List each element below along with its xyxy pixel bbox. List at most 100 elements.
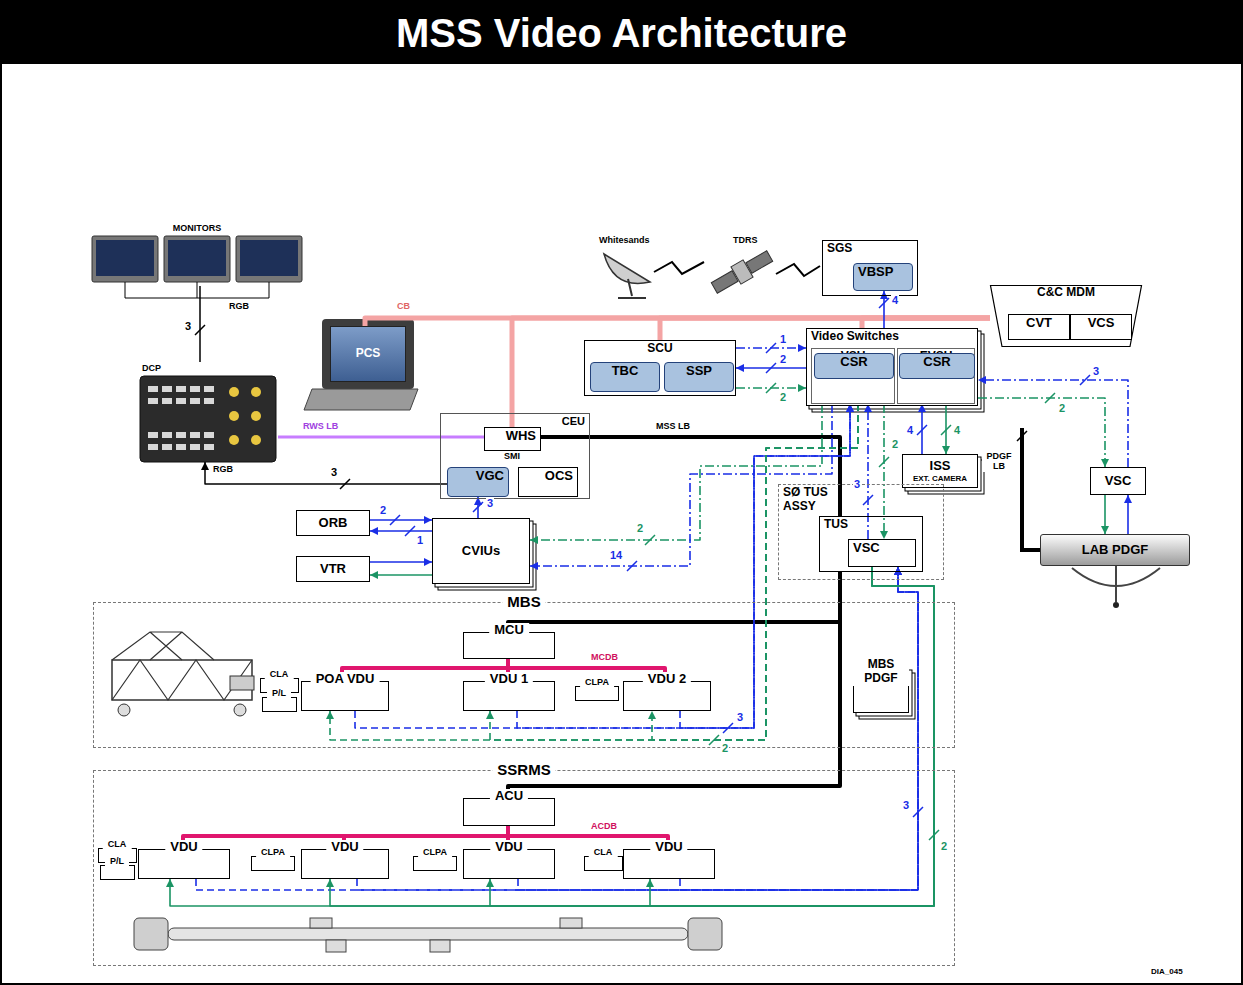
node-label: MONITORS <box>88 223 306 233</box>
monitor-screen <box>168 240 226 276</box>
radio-link <box>654 262 704 274</box>
laptop-base <box>304 389 418 410</box>
figure-group: DCP <box>138 362 278 462</box>
component-box: VTR <box>296 556 370 582</box>
title-bar: MSS Video Architecture <box>2 2 1241 64</box>
laptop-bezel <box>322 319 414 389</box>
arrowhead <box>201 462 209 470</box>
ssrms-end-effector <box>134 918 168 950</box>
bus-label: MSS LB <box>655 422 691 432</box>
bus-label: RGB <box>228 302 250 312</box>
annotation-label: 3 <box>853 478 861 490</box>
component-box: POA VDU <box>301 681 389 711</box>
tag-box: CLPA <box>251 856 295 871</box>
ssrms-joint <box>326 940 346 952</box>
processor-box: VGC <box>447 467 509 497</box>
annotation-label: 2 <box>779 353 787 365</box>
component-box: ACU <box>463 798 555 826</box>
node-label: ORB <box>319 516 348 531</box>
arrowhead <box>370 571 378 579</box>
processor-box: SSP <box>664 362 734 392</box>
arrowhead <box>326 711 334 719</box>
unit-box: TUSVSC <box>819 516 923 572</box>
monitor-bracket <box>125 282 269 298</box>
laptop-screen: PCS <box>330 326 406 382</box>
component-box: VSC <box>848 539 916 567</box>
arrowhead <box>530 536 538 544</box>
arrowhead <box>798 344 806 352</box>
annotation-label: 3 <box>486 497 494 509</box>
arrowhead <box>894 567 902 575</box>
dish-stand <box>618 279 646 298</box>
component-box: VDU <box>301 849 389 879</box>
bus-label: MCDB <box>590 653 619 663</box>
arrowhead <box>424 516 432 524</box>
stacked-box: CVIUs <box>432 518 530 584</box>
node-label: LAB PDGF <box>1082 543 1148 558</box>
annotation-label: SMI <box>503 452 521 462</box>
mbs-wheel <box>118 704 130 716</box>
node-label: CEU <box>562 415 585 428</box>
node-label: SSRMS <box>492 761 555 778</box>
node-label: CLPA <box>256 847 290 857</box>
connector <box>508 826 668 849</box>
annotation-label: 3 <box>736 711 744 723</box>
subsystem-region: SØ TUS ASSYTUSVSC <box>778 484 944 580</box>
arrowhead <box>486 879 494 887</box>
processor-box: CSR <box>899 353 975 379</box>
annotation-label: 4 <box>906 424 914 436</box>
connector <box>196 567 918 890</box>
ssrms-end-effector <box>688 918 722 950</box>
tag-box: P/L <box>262 697 297 712</box>
arrowhead <box>648 711 656 719</box>
node-label: VSC <box>853 541 911 556</box>
connector <box>199 286 201 362</box>
node-label: VTR <box>320 562 346 577</box>
tag-box: P/L <box>100 865 135 880</box>
subsystem-region: SSRMSACUVDUVDUVDUVDUCLAP/LCLPACLPACLA <box>93 770 955 966</box>
arrowhead <box>798 384 806 392</box>
connector <box>736 367 806 369</box>
annotation-label: 14 <box>609 549 623 561</box>
node-label: VDU <box>650 840 687 855</box>
annotation-label: 2 <box>379 504 387 516</box>
component-box: CVT <box>1008 314 1070 340</box>
diagram-title: MSS Video Architecture <box>396 11 847 56</box>
mdm-trapezoid: C&C MDMCVTVCS <box>990 285 1142 347</box>
node-label: CVIUs <box>462 544 500 559</box>
monitor-screen <box>240 240 298 276</box>
node-label: CLA <box>589 847 618 857</box>
radio-link <box>776 264 820 276</box>
annotation-label: 4 <box>953 424 961 436</box>
panel-knob <box>229 411 239 421</box>
arrowhead <box>880 531 888 539</box>
panel-knob <box>251 411 261 421</box>
component-box: VDU <box>138 849 230 879</box>
connector <box>344 826 508 849</box>
node-label: VDU <box>326 840 363 855</box>
component-box: OCS <box>518 467 578 497</box>
ssrms-joint <box>430 940 450 952</box>
wire-count-slash <box>390 298 1090 817</box>
annotation-label: DIA_045 <box>1150 968 1184 977</box>
arrowhead <box>894 567 902 575</box>
node-label: CLPA <box>580 677 614 687</box>
node-label: VDU 2 <box>643 672 691 687</box>
annotation-label: 2 <box>940 840 948 852</box>
connector <box>370 574 432 576</box>
arrowhead <box>424 558 432 566</box>
tag-box: CLA <box>584 856 623 871</box>
panel-knob <box>229 387 239 397</box>
connector <box>355 404 850 728</box>
node-label: P/L <box>267 688 291 698</box>
connector <box>736 387 806 389</box>
arrowhead <box>880 291 888 299</box>
node-label: SCU <box>585 342 735 356</box>
bus-label: ACDB <box>590 822 618 832</box>
component-box: VDU 1 <box>463 681 555 711</box>
annotation-label: Whitesands <box>598 236 651 246</box>
node-label: CSR <box>900 355 974 377</box>
